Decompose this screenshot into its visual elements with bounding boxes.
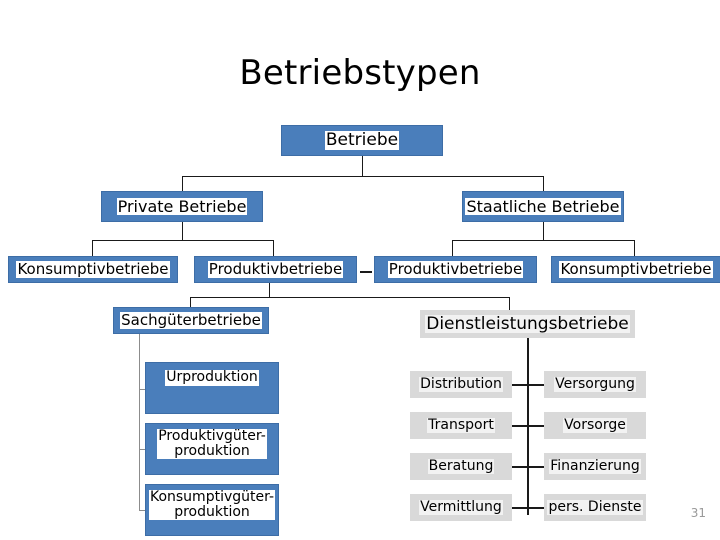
node-private-betriebe-label: Private Betriebe — [116, 196, 248, 216]
node-staatliche-betriebe[interactable]: Staatliche Betriebe — [462, 191, 624, 222]
node-staatliche-betriebe-label: Staatliche Betriebe — [465, 196, 621, 216]
node-konsumptivbetriebe-staatlich-label: Konsumptivbetriebe — [559, 260, 713, 279]
node-vorsorge-label: Vorsorge — [563, 416, 627, 434]
connector-level2-bar — [182, 176, 543, 177]
node-produktivbetriebe-privat-label: Produktivbetriebe — [207, 260, 344, 279]
node-beratung[interactable]: Beratung — [410, 453, 512, 480]
connector-private-bar — [92, 240, 273, 241]
node-konsumptivgueterproduktion[interactable]: Konsumptivgüter- produktion — [145, 484, 279, 536]
connector-dienst-row-4-left — [512, 507, 528, 509]
node-sachgueterbetriebe[interactable]: Sachgüterbetriebe — [113, 307, 269, 334]
connector-dienst-row-1-right — [528, 384, 544, 386]
connector-level2-left — [182, 176, 183, 191]
connector-dienst-row-2-left — [512, 425, 528, 427]
node-betriebe-label: Betriebe — [324, 130, 400, 151]
node-urproduktion-label: Urproduktion — [165, 369, 259, 386]
connector-staatliche-bar — [452, 240, 634, 241]
connector-dienst-row-4-right — [528, 507, 544, 509]
node-produktivgueterproduktion-label: Produktivgüter- produktion — [157, 427, 267, 460]
node-dienstleistungsbetriebe[interactable]: Dienstleistungsbetriebe — [420, 310, 635, 338]
node-distribution-label: Distribution — [419, 375, 503, 393]
node-betriebe[interactable]: Betriebe — [281, 125, 443, 156]
node-produktivgueterproduktion[interactable]: Produktivgüter- produktion — [145, 423, 279, 475]
node-produktivbetriebe-staatlich[interactable]: Produktivbetriebe — [374, 256, 537, 283]
node-vermittlung[interactable]: Vermittlung — [410, 494, 512, 521]
node-transport-label: Transport — [427, 416, 495, 434]
connector-private-stem — [182, 222, 183, 240]
connector-produktiv-link-dash — [360, 271, 372, 273]
node-transport[interactable]: Transport — [410, 412, 512, 439]
node-vermittlung-label: Vermittlung — [419, 498, 503, 516]
node-vorsorge[interactable]: Vorsorge — [544, 412, 646, 439]
node-pers-dienste[interactable]: pers. Dienste — [544, 494, 646, 521]
connector-root-stem — [362, 156, 363, 176]
node-private-betriebe[interactable]: Private Betriebe — [101, 191, 263, 222]
node-versorgung[interactable]: Versorgung — [544, 371, 646, 398]
connector-private-to-produktiv — [273, 240, 274, 256]
connector-to-dienstleistung — [509, 297, 510, 310]
node-produktivbetriebe-staatlich-label: Produktivbetriebe — [387, 260, 524, 279]
node-versorgung-label: Versorgung — [554, 375, 636, 393]
node-produktivbetriebe-privat[interactable]: Produktivbetriebe — [194, 256, 357, 283]
node-sachgueterbetriebe-label: Sachgüterbetriebe — [120, 311, 262, 330]
node-pers-dienste-label: pers. Dienste — [547, 498, 643, 516]
node-urproduktion[interactable]: Urproduktion — [145, 362, 279, 414]
node-beratung-label: Beratung — [427, 457, 495, 475]
connector-staatliche-to-produktiv — [452, 240, 453, 256]
page-number: 31 — [690, 506, 706, 520]
node-finanzierung[interactable]: Finanzierung — [544, 453, 646, 480]
connector-staatliche-stem — [543, 222, 544, 240]
connector-level2-right — [543, 176, 544, 191]
node-konsumptivbetriebe-privat[interactable]: Konsumptivbetriebe — [8, 256, 178, 283]
node-dienstleistungsbetriebe-label: Dienstleistungsbetriebe — [425, 313, 630, 334]
connector-private-to-konsumptiv — [92, 240, 93, 256]
node-finanzierung-label: Finanzierung — [549, 457, 641, 475]
connector-dienst-row-3-left — [512, 466, 528, 468]
connector-dienst-row-1-left — [512, 384, 528, 386]
node-konsumptivbetriebe-staatlich[interactable]: Konsumptivbetriebe — [551, 256, 720, 283]
connector-dienst-row-3-right — [528, 466, 544, 468]
connector-level4-bar — [190, 297, 509, 298]
connector-staatliche-to-konsumptiv — [634, 240, 635, 256]
connector-to-sachgueter — [190, 297, 191, 310]
connector-sachgueter-spine — [139, 334, 140, 511]
node-konsumptivbetriebe-privat-label: Konsumptivbetriebe — [16, 260, 170, 279]
connector-produktiv-stem — [269, 283, 270, 297]
node-konsumptivgueterproduktion-label: Konsumptivgüter- produktion — [148, 488, 276, 521]
page-title: Betriebstypen — [239, 53, 481, 93]
connector-dienst-row-2-right — [528, 425, 544, 427]
node-distribution[interactable]: Distribution — [410, 371, 512, 398]
